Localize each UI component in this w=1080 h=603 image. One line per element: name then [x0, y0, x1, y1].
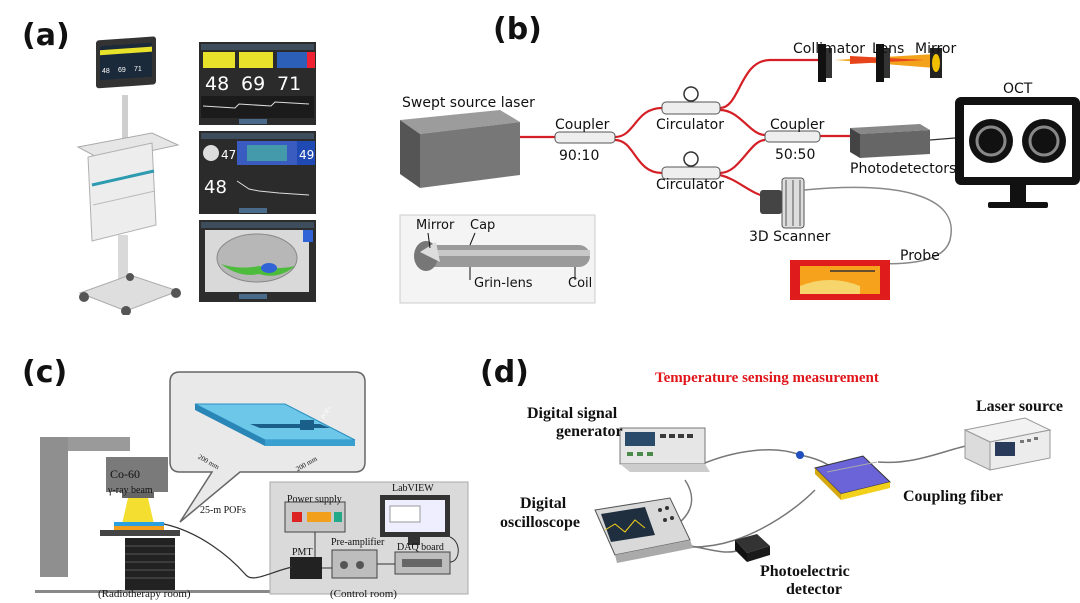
inset-label-coil: Coil: [568, 276, 593, 291]
panel-c-letter: (c): [22, 355, 68, 390]
laser-source-device: [963, 417, 1052, 471]
label-control-room: (Control room): [330, 588, 397, 600]
label-lens: Lens: [872, 41, 905, 57]
inset-label-grin-lens: Grin-lens: [474, 276, 533, 291]
label-photodetectors: Photodetectors: [850, 161, 957, 177]
monitor-screen-3: [199, 220, 316, 302]
label-dsg-line1: Digital signal: [527, 405, 618, 422]
coupler2-tube: [764, 130, 821, 143]
label-labview: LabVIEW: [392, 483, 434, 494]
label-coupler1: Coupler: [555, 117, 610, 133]
panel-a-letter: (a): [22, 18, 70, 53]
signal-generator: [619, 427, 710, 472]
panel-d-diagram: [594, 417, 1052, 563]
monitor1-val-1: 48: [205, 73, 229, 95]
cart-screen-val-2: 69: [118, 67, 126, 74]
label-pd-line1: Photoelectric: [760, 563, 850, 580]
label-d-title: Temperature sensing measurement: [655, 370, 879, 386]
label-pd-line2: detector: [786, 581, 842, 598]
oct-monitor: [955, 97, 1080, 208]
label-circulator-top: Circulator: [656, 117, 724, 133]
inset-probe-photo: [399, 214, 596, 304]
inset-label-cap: Cap: [470, 218, 496, 233]
monitor2-val-1: 47: [221, 148, 236, 162]
label-gamma-beam: γ-ray beam: [108, 485, 153, 496]
cart-screen-val-1: 48: [102, 68, 110, 75]
inset-label-mirror: Mirror: [416, 218, 455, 233]
digital-oscilloscope: [594, 497, 693, 563]
label-co60: Co-60: [110, 467, 140, 481]
panel-d-letter: (d): [480, 355, 529, 390]
photoelectric-detector: [735, 534, 770, 562]
label-pmt: PMT: [292, 547, 313, 558]
label-daq-board: DAQ board: [397, 542, 444, 553]
probe-sample: [790, 260, 890, 300]
cart-screen-val-3: 71: [134, 66, 142, 73]
label-radiotherapy-room: (Radiotherapy room): [98, 588, 191, 600]
label-swept-source: Swept source laser: [402, 95, 535, 111]
label-coupler1-ratio: 90:10: [559, 148, 600, 164]
label-osc-line1: Digital: [520, 495, 567, 512]
label-laser-source: Laser source: [976, 398, 1063, 415]
label-circulator-bottom: Circulator: [656, 177, 724, 193]
label-power-supply: Power supply: [287, 494, 342, 505]
label-osc-line2: oscilloscope: [500, 514, 580, 531]
label-dsg-line2: generator: [556, 423, 623, 440]
coupler1-tube: [554, 131, 616, 144]
label-oct: OCT: [1003, 81, 1033, 97]
label-mirror: Mirror: [915, 41, 957, 57]
monitor1-val-2: 69: [241, 73, 265, 95]
scanner-3d: [760, 177, 805, 229]
label-probe: Probe: [900, 248, 940, 264]
label-3d-scanner: 3D Scanner: [749, 229, 831, 245]
monitor-screen-1: 48 69 71: [199, 42, 316, 125]
panel-a-cart: 48 69 71: [76, 36, 181, 315]
panel-b-diagram: [399, 44, 1080, 304]
monitor2-val-2: 49: [299, 148, 314, 162]
panel-c-diagram: [35, 371, 469, 595]
label-coupling-fiber: Coupling fiber: [903, 488, 1004, 505]
label-collimator: Collimator: [793, 41, 866, 57]
label-pofs: 25-m POFs: [200, 505, 246, 516]
monitor2-val-3: 48: [204, 177, 227, 198]
swept-source-laser-box: [400, 110, 520, 188]
monitor1-val-3: 71: [277, 73, 301, 95]
monitor-screen-2: 47 49 48: [199, 131, 316, 214]
photodetectors-box: [850, 124, 930, 158]
label-preamp: Pre-amplifier: [331, 537, 385, 548]
label-coupler2: Coupler: [770, 117, 825, 133]
circulator-top-tube: [661, 101, 721, 115]
circulator-bottom-tube: [661, 166, 721, 180]
panel-b-letter: (b): [493, 12, 542, 47]
sensor-chip: [814, 455, 892, 500]
label-coupler2-ratio: 50:50: [775, 147, 816, 163]
